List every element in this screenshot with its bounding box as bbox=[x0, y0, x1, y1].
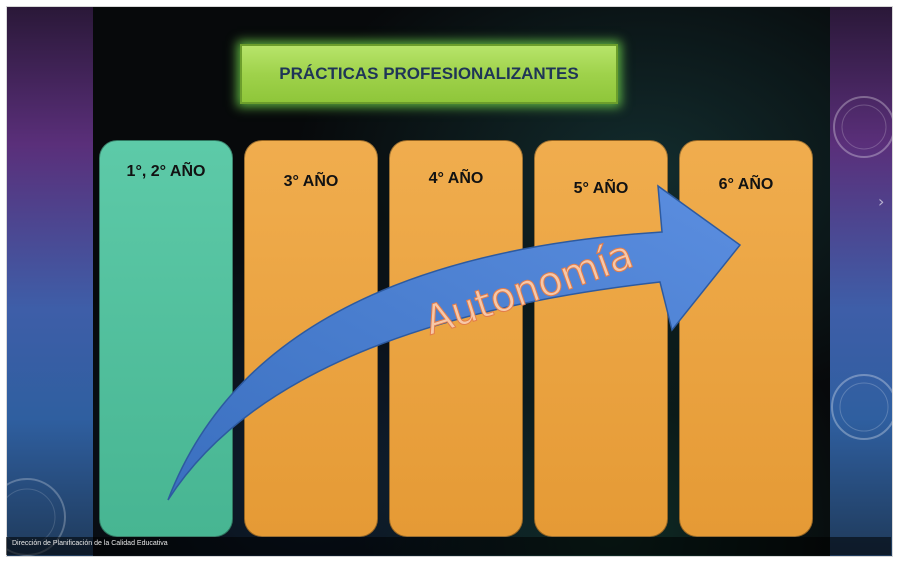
column-4-year: 4° AÑO bbox=[389, 140, 523, 537]
left-decorative-panel bbox=[7, 7, 93, 556]
right-chevron-icon: › bbox=[878, 192, 884, 211]
right-circle-decoration: › bbox=[831, 96, 892, 440]
column-4-label: 5° AÑO bbox=[573, 180, 629, 197]
title-text: PRÁCTICAS PROFESIONALIZANTES bbox=[279, 64, 579, 83]
footer-text: Dirección de Planificación de la Calidad… bbox=[12, 540, 168, 547]
column-5-year: 5° AÑO bbox=[534, 140, 668, 537]
column-1-label: 1°, 2° AÑO bbox=[126, 163, 206, 180]
title-box: PRÁCTICAS PROFESIONALIZANTES bbox=[240, 44, 618, 104]
column-5-label: 6° AÑO bbox=[718, 176, 774, 193]
column-3-year: 3° AÑO bbox=[244, 140, 378, 537]
column-3-label: 4° AÑO bbox=[428, 170, 484, 187]
column-1-2-year: 1°, 2° AÑO bbox=[99, 140, 233, 537]
column-2-label: 3° AÑO bbox=[283, 173, 339, 190]
left-circle-decoration bbox=[7, 478, 66, 556]
column-6-year: 6° AÑO bbox=[679, 140, 813, 537]
footer-bar: Dirección de Planificación de la Calidad… bbox=[6, 537, 891, 555]
